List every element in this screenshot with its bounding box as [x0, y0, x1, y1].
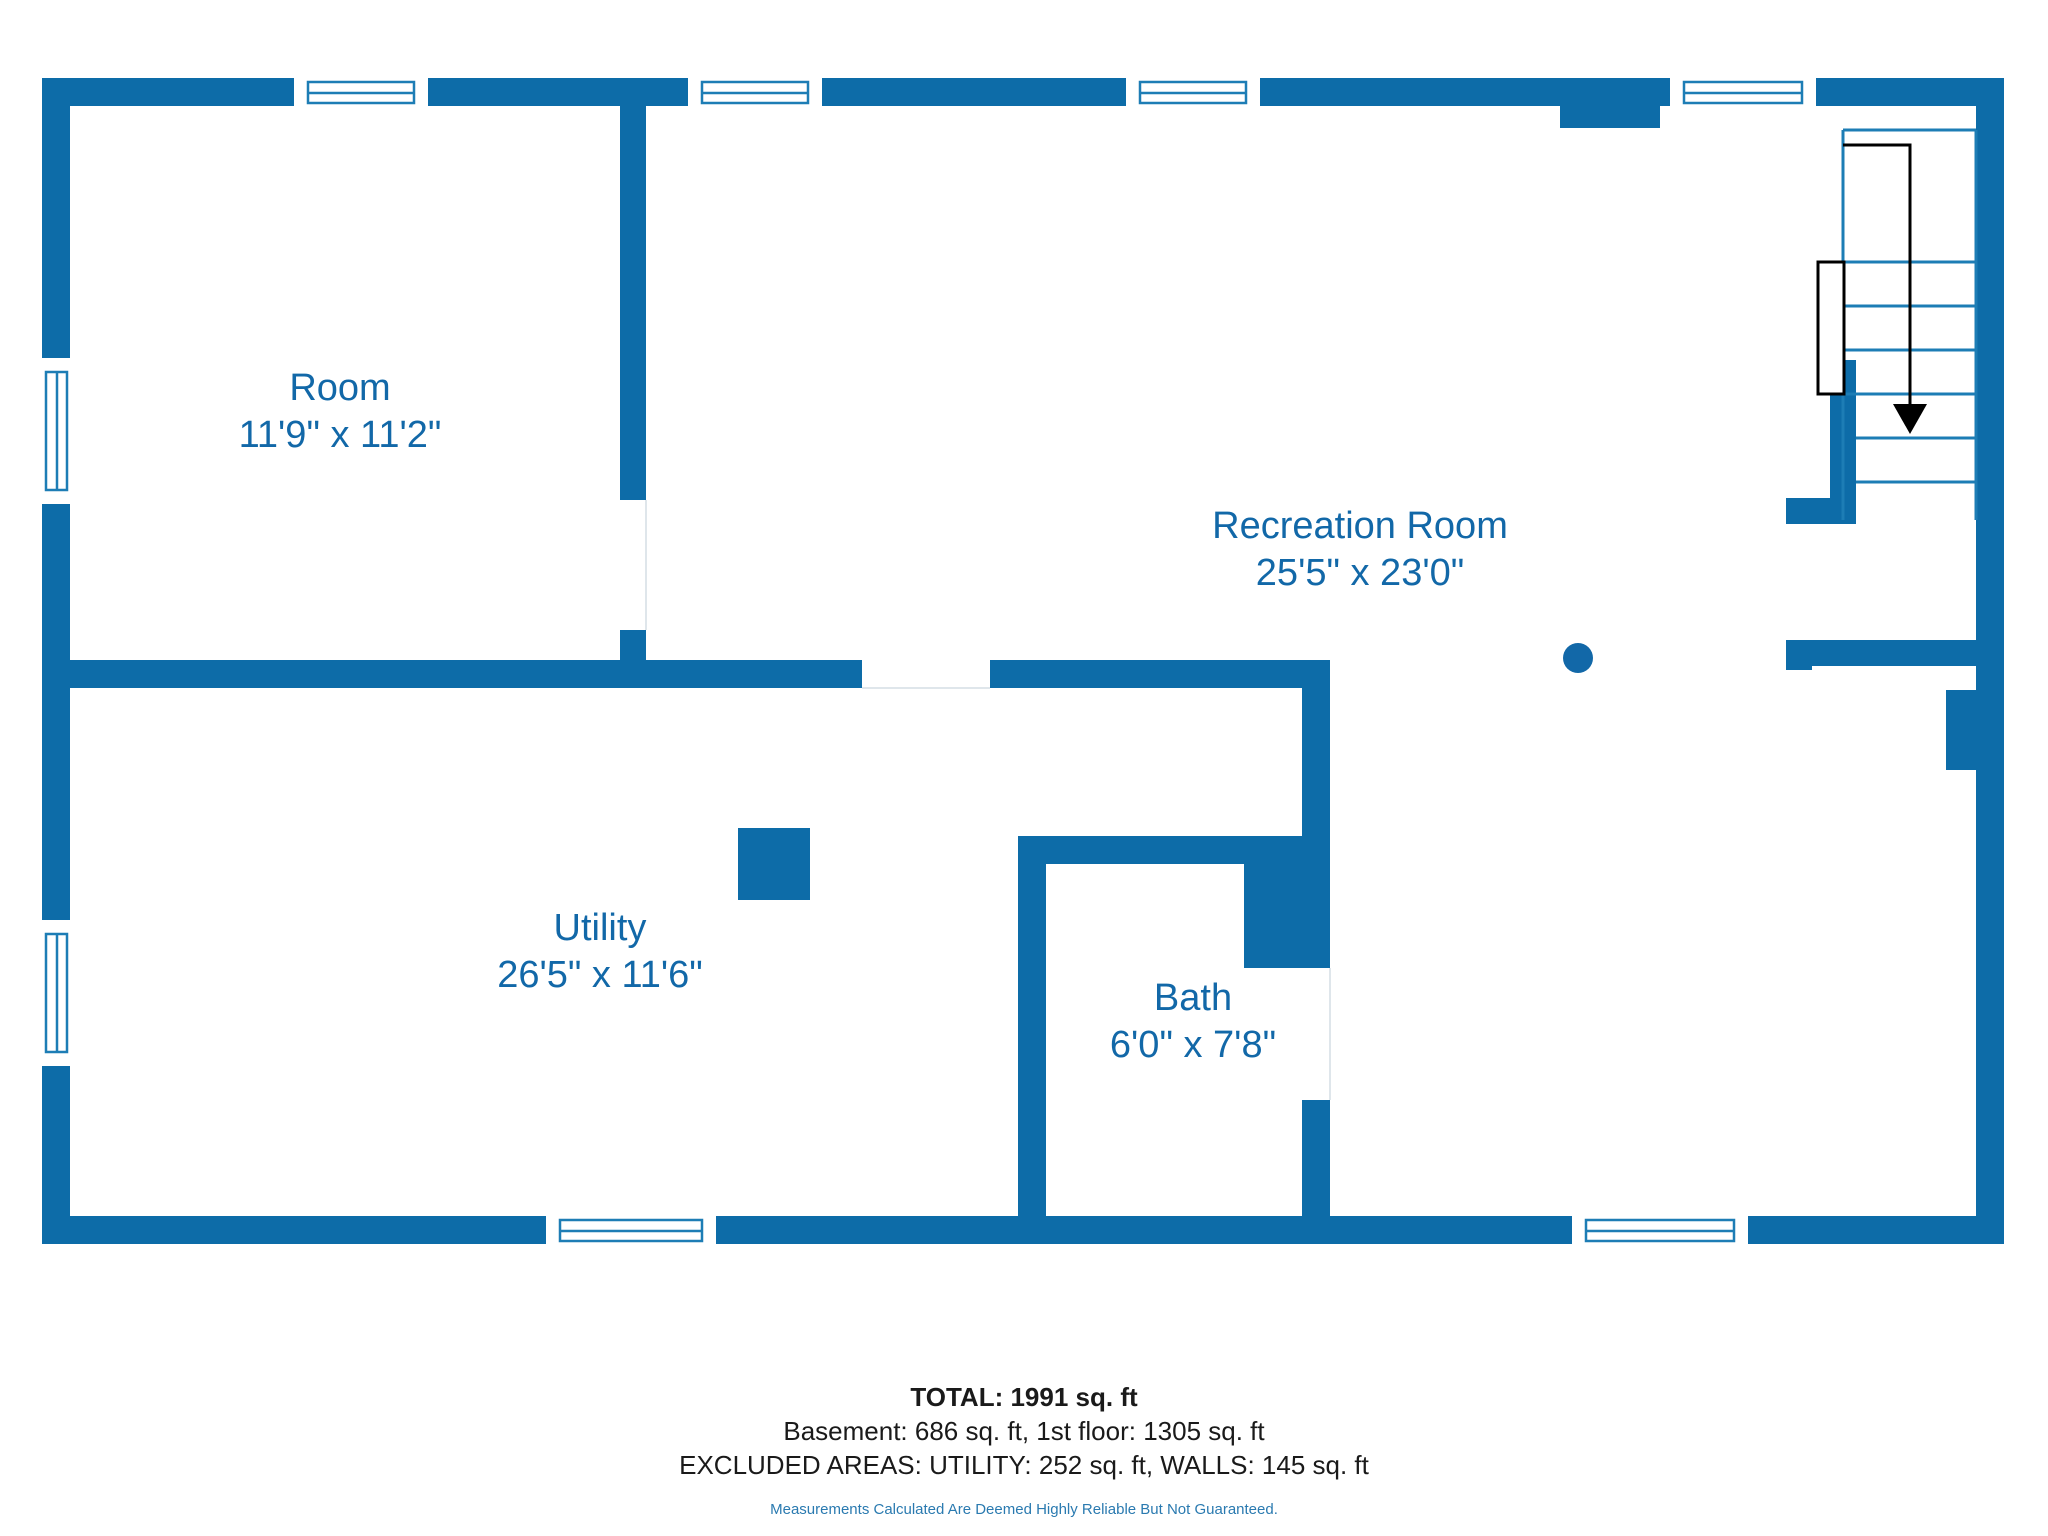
wall-right-pilaster: [1946, 690, 1976, 770]
room-name-utility: Utility: [554, 907, 647, 949]
stair-handrail: [1816, 260, 1846, 396]
footer-disclaimer: Measurements Calculated Are Deemed Highl…: [770, 1501, 1278, 1518]
window-top-1: [294, 78, 428, 106]
footer-excluded-areas: EXCLUDED AREAS: UTILITY: 252 sq. ft, WAL…: [679, 1450, 1369, 1480]
staircase-down: [1816, 128, 1978, 520]
utility-equipment-block: [738, 828, 810, 900]
door-opening-bath: [1300, 968, 1332, 1100]
column-dot-icon: [1563, 643, 1593, 673]
wall-stair-bottom: [1786, 640, 1982, 666]
room-dimensions-room: 11'9" x 11'2": [239, 414, 442, 456]
wall-bath-right-block: [1244, 836, 1330, 968]
floorplan-footer: TOTAL: 1991 sq. ft Basement: 686 sq. ft,…: [0, 1380, 2048, 1520]
room-label-recreation-room: Recreation Room 25'5" x 23'0": [1212, 505, 1508, 594]
wall-utility-top-left: [42, 660, 862, 688]
room-name-room: Room: [289, 367, 390, 409]
wall-utility-top-right: [990, 660, 1330, 688]
wall-stair-corner-upper: [1786, 498, 1812, 524]
wall-bath-left: [1018, 836, 1046, 1230]
wall-bath-right-lower: [1302, 1100, 1330, 1230]
door-opening-room-to-recreation: [618, 500, 648, 630]
room-name-bath: Bath: [1154, 977, 1232, 1019]
room-label-utility: Utility 26'5" x 11'6": [497, 907, 703, 996]
room-label-bath: Bath 6'0" x 7'8": [1110, 977, 1276, 1066]
door-opening-utility-to-recreation: [862, 658, 990, 690]
door-opening-group: [618, 500, 1332, 1100]
window-top-2: [688, 78, 822, 106]
window-bottom-1: [546, 1216, 716, 1244]
footer-total-area: TOTAL: 1991 sq. ft: [910, 1382, 1138, 1412]
footer-area-breakdown: Basement: 686 sq. ft, 1st floor: 1305 sq…: [783, 1416, 1265, 1446]
window-top-4: [1670, 78, 1816, 106]
room-dimensions-bath: 6'0" x 7'8": [1110, 1024, 1276, 1066]
window-top-3: [1126, 78, 1260, 106]
wall-room-divider-upper: [620, 106, 646, 500]
wall-top-thick-segment: [1560, 106, 1660, 128]
room-name-recreation-room: Recreation Room: [1212, 505, 1508, 547]
window-group: [42, 78, 1816, 1244]
window-left-lower: [42, 920, 70, 1066]
window-left-upper: [42, 358, 70, 504]
room-label-room: Room 11'9" x 11'2": [239, 367, 442, 456]
room-dimensions-utility: 26'5" x 11'6": [497, 954, 703, 996]
room-dimensions-recreation-room: 25'5" x 23'0": [1256, 552, 1464, 594]
wall-room-divider-lower-stub: [620, 630, 646, 660]
stair-direction-arrow-icon: [1893, 404, 1927, 434]
window-bottom-2: [1572, 1216, 1748, 1244]
stair-direction-line: [1843, 143, 1912, 410]
